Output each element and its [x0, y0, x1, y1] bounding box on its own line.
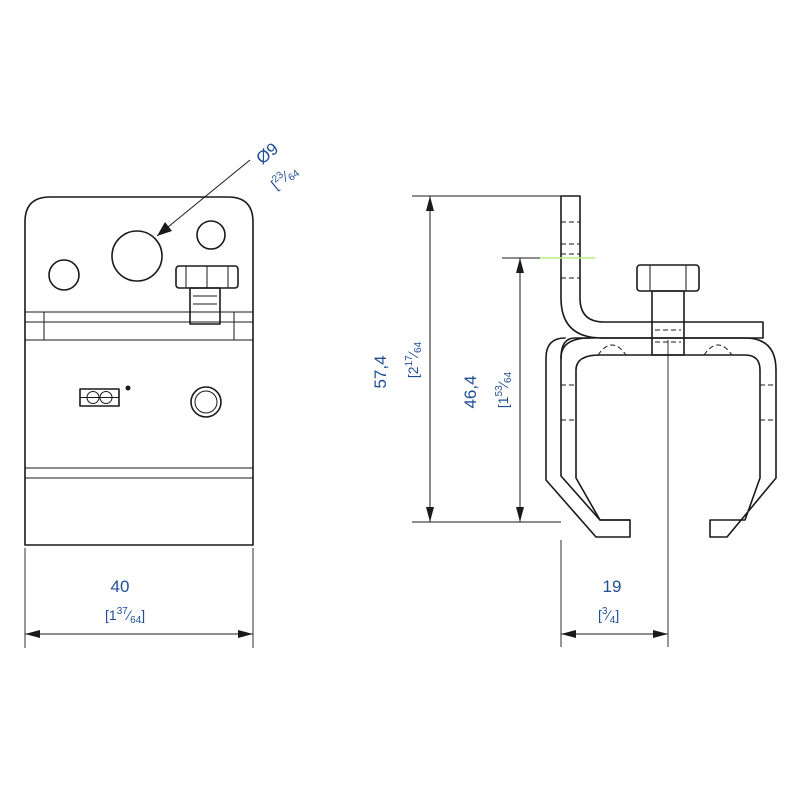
side-bolt-head	[636, 264, 700, 292]
large-hole	[111, 230, 163, 282]
mounting-plate	[560, 195, 764, 339]
width-label: 40	[111, 577, 130, 596]
front-plate-outline	[24, 196, 254, 546]
hole-diameter-inch-label: [23⁄64	[267, 161, 302, 195]
hole-diameter-label: Ø9	[253, 139, 283, 168]
inner-height-dimension	[502, 257, 540, 522]
offset-inch-label: [3⁄4]	[598, 606, 619, 626]
small-hole-left	[48, 259, 80, 291]
bolt-shank	[189, 287, 221, 325]
c-channel-left-wall	[560, 337, 591, 359]
round-boss	[190, 386, 222, 418]
c-channel-outer	[545, 337, 631, 538]
hole-callout	[156, 159, 251, 237]
offset-label: 19	[603, 577, 622, 596]
offset-dimension	[560, 540, 668, 647]
side-view	[540, 195, 777, 647]
width-dimension	[24, 548, 254, 648]
small-hole-right	[196, 220, 226, 250]
width-inch-label: [137⁄64]	[105, 606, 145, 626]
inner-height-inch-label: [153⁄64	[494, 371, 514, 408]
product-symbol-icon	[79, 385, 131, 407]
inner-height-label: 46,4	[461, 375, 480, 408]
total-height-inch-label: [217⁄64	[404, 341, 424, 378]
total-height-label: 57,4	[371, 355, 390, 388]
front-view	[24, 196, 254, 546]
c-channel-body	[575, 337, 777, 538]
total-height-dimension	[412, 195, 561, 523]
